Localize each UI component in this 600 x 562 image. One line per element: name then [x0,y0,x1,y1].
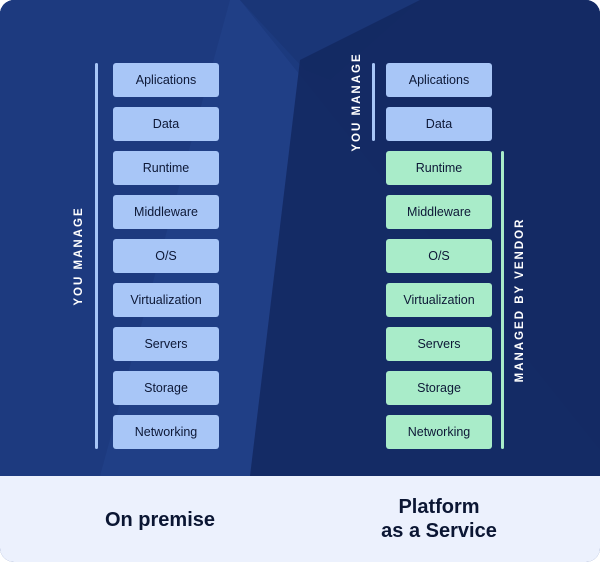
managed-by-vendor-label: MANAGED BY VENDOR [514,217,526,383]
right-layer-middleware: Middleware [386,195,492,229]
background-shapes [250,0,600,476]
left-layer-networking: Networking [113,415,219,449]
you-manage-label-right: YOU MANAGE [351,52,363,152]
right-layer-runtime: Runtime [386,151,492,185]
right-layer-virtualization: Virtualization [386,283,492,317]
left-layer-storage: Storage [113,371,219,405]
right-layer-storage: Storage [386,371,492,405]
right-layer-os: O/S [386,239,492,273]
left-layer-servers: Servers [113,327,219,361]
right-layer-networking: Networking [386,415,492,449]
footer-panel: On premise Platform as a Service [0,476,600,562]
left-layer-aplications: Aplications [113,63,219,97]
left-layer-data: Data [113,107,219,141]
right-layer-data: Data [386,107,492,141]
right-layer-servers: Servers [386,327,492,361]
paas-title: Platform as a Service [381,496,497,542]
left-layer-runtime: Runtime [113,151,219,185]
right-layer-aplications: Aplications [386,63,492,97]
left-layer-os: O/S [113,239,219,273]
you-manage-bar-right [372,63,375,141]
managed-by-vendor-bar [501,151,504,449]
on-premise-title: On premise [104,509,216,531]
left-layer-virtualization: Virtualization [113,283,219,317]
left-layer-middleware: Middleware [113,195,219,229]
you-manage-label-left: YOU MANAGE [73,206,85,306]
you-manage-bar-left [95,63,98,449]
